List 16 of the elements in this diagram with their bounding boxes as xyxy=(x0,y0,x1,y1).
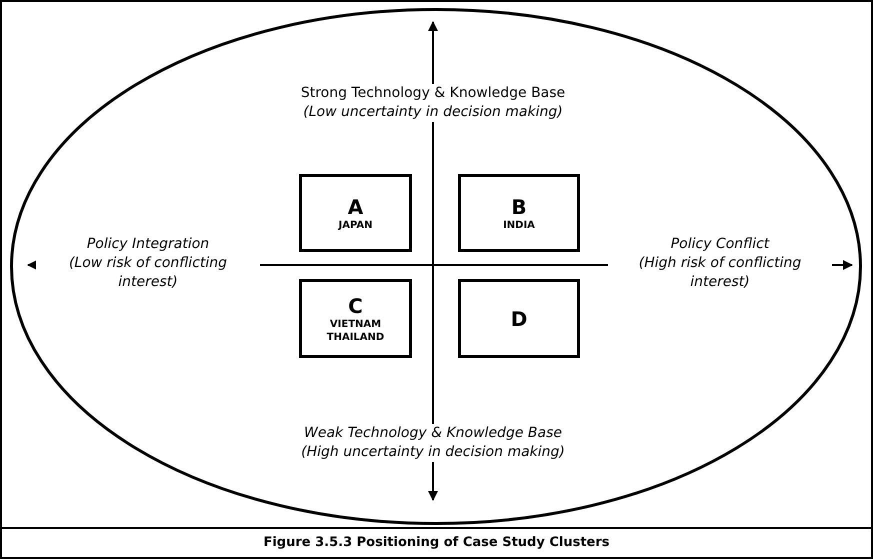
axis-label: Policy Conflict xyxy=(668,235,772,254)
country-name: JAPAN xyxy=(337,218,374,232)
figure-caption: Figure 3.5.3 Positioning of Case Study Clusters xyxy=(263,534,610,552)
country-name: INDIA xyxy=(502,218,536,232)
axis-label: Weak Technology & Knowledge Base xyxy=(302,424,564,443)
country-name: VIETNAM THAILAND xyxy=(326,318,386,344)
cluster-letter: A xyxy=(348,194,364,218)
cluster-letter: B xyxy=(511,194,527,218)
quadrant-box xyxy=(299,174,412,252)
quadrant-box xyxy=(299,279,412,358)
quadrant-box xyxy=(458,279,580,358)
cluster-letter: C xyxy=(348,294,363,318)
axis-label: Strong Technology & Knowledge Base xyxy=(298,84,568,103)
axis-label: Policy Integration xyxy=(84,235,212,254)
quadrant-box xyxy=(458,174,580,252)
cluster-letter: D xyxy=(510,306,528,330)
